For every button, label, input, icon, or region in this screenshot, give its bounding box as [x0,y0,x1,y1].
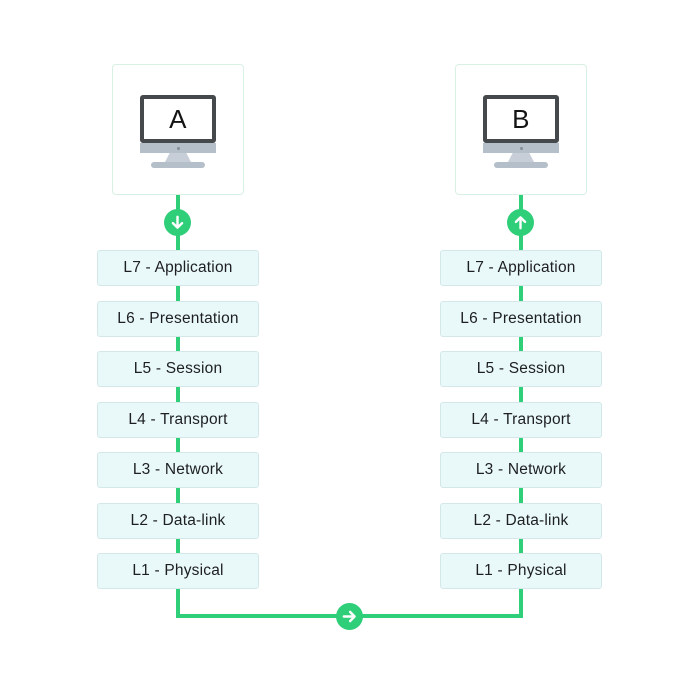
node-a-label: A [169,104,187,134]
node-b-card: B [455,64,587,195]
layer-box-b-l6: L6 - Presentation [440,301,602,337]
down-arrow-icon [164,209,191,236]
monitor-stand [508,153,534,162]
layer-box-b-l1: L1 - Physical [440,553,602,589]
layer-box-b-l4: L4 - Transport [440,402,602,438]
monitor-camera-dot [519,146,523,150]
layer-box-a-l6: L6 - Presentation [97,301,259,337]
monitor-chin [140,143,216,153]
node-b-label: B [512,104,530,134]
layer-box-a-l1: L1 - Physical [97,553,259,589]
monitor-screen: A [140,95,216,143]
layer-box-a-l4: L4 - Transport [97,402,259,438]
layer-box-b-l5: L5 - Session [440,351,602,387]
monitor-screen: B [483,95,559,143]
layer-box-b-l7: L7 - Application [440,250,602,286]
layer-box-b-l3: L3 - Network [440,452,602,488]
monitor-base [494,162,548,168]
computer-monitor-icon: B [483,95,559,168]
layer-box-b-l2: L2 - Data-link [440,503,602,539]
layer-box-a-l3: L3 - Network [97,452,259,488]
monitor-stand [165,153,191,162]
layer-box-a-l2: L2 - Data-link [97,503,259,539]
layer-box-a-l7: L7 - Application [97,250,259,286]
layer-box-a-l5: L5 - Session [97,351,259,387]
right-arrow-icon [336,603,363,630]
node-a-card: A [112,64,244,195]
computer-monitor-icon: A [140,95,216,168]
monitor-chin [483,143,559,153]
monitor-camera-dot [176,146,180,150]
up-arrow-icon [507,209,534,236]
monitor-base [151,162,205,168]
